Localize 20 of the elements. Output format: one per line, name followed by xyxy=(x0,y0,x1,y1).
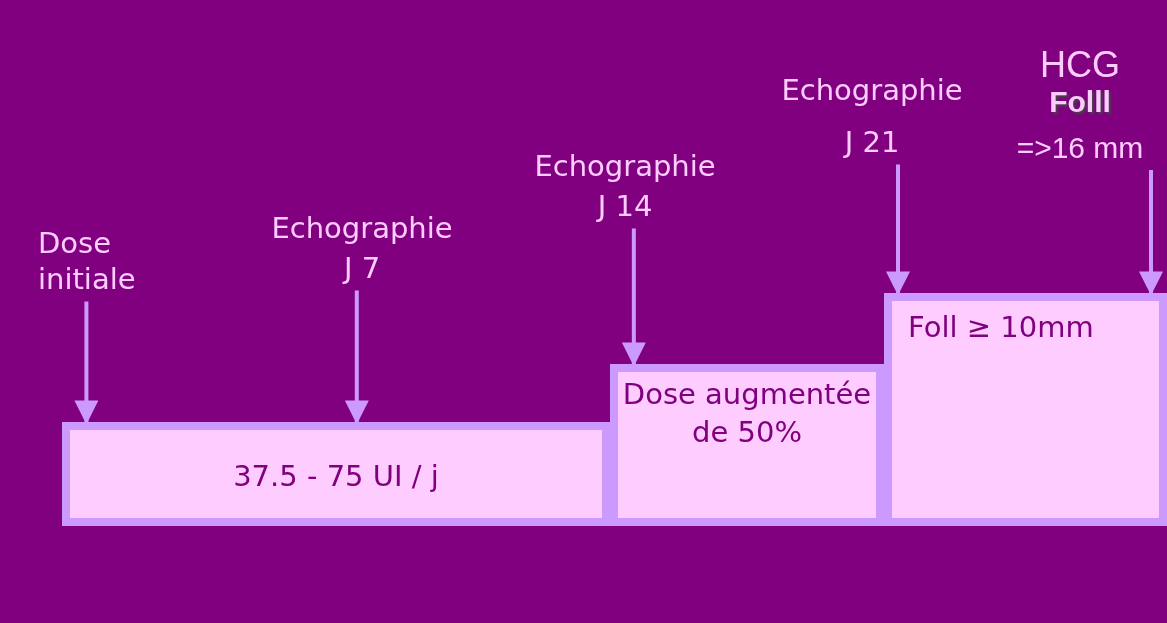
timeline-text: Echographie xyxy=(270,210,454,247)
dose-step xyxy=(884,293,1167,526)
step-text: 37.5 - 75 UI / j xyxy=(233,458,439,495)
down-arrow xyxy=(621,228,646,367)
step-text: Foll ≥ 10mm xyxy=(908,309,1094,346)
down-arrow xyxy=(886,164,910,296)
timeline-text: Dose initiale xyxy=(38,225,137,298)
timeline-text: J 7 xyxy=(341,250,382,287)
down-arrow xyxy=(1139,170,1163,296)
timeline-text: J 14 xyxy=(595,188,654,225)
timeline-text: HCG xyxy=(1039,43,1121,87)
timeline-text: J 21 xyxy=(842,124,901,161)
timeline-text: Echographie xyxy=(533,148,717,185)
dose-step xyxy=(62,422,610,526)
timeline-text: =>16 mm xyxy=(1015,129,1145,166)
down-arrow xyxy=(344,290,369,425)
timeline-text: Folll xyxy=(1048,84,1112,120)
timeline-text: Echographie xyxy=(780,72,964,109)
step-text: Dose augmentée de 50% xyxy=(621,376,873,451)
down-arrow xyxy=(74,301,99,425)
